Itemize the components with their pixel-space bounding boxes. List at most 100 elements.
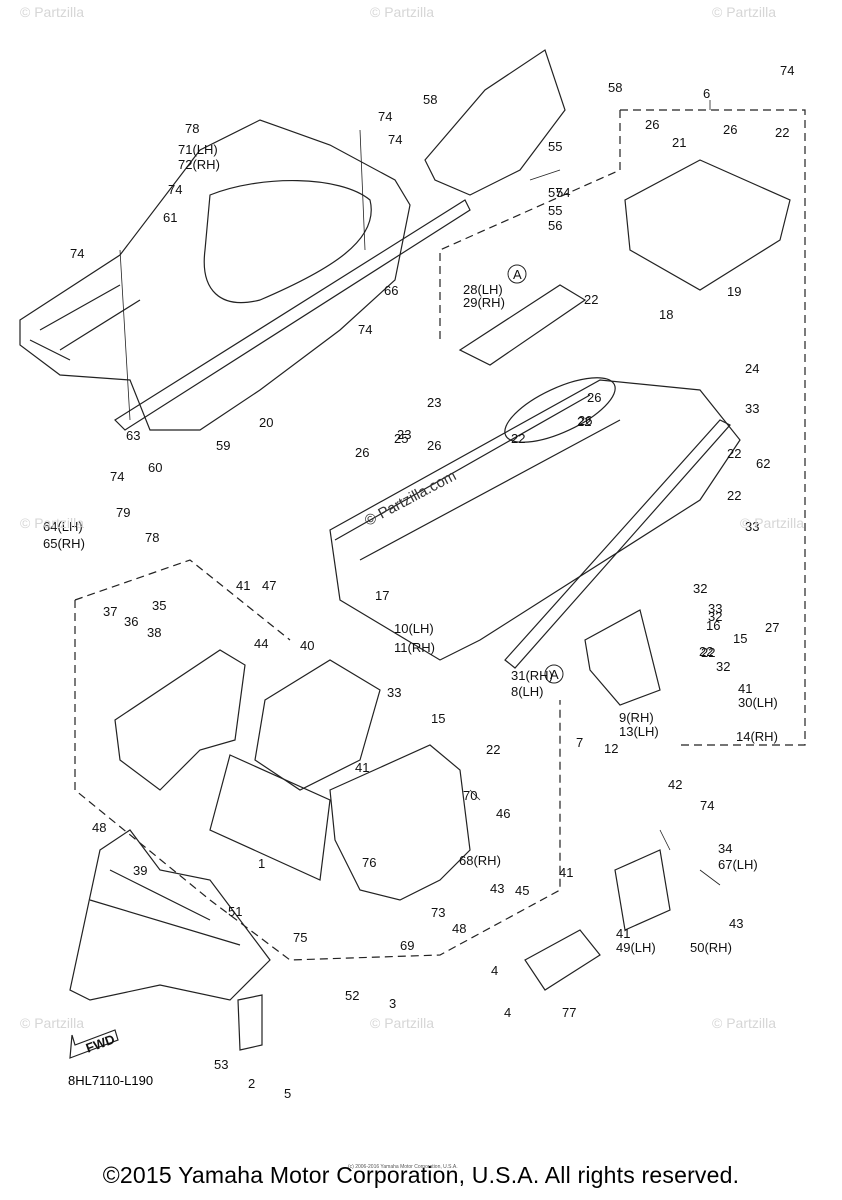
callout-26: 26 xyxy=(587,390,601,405)
fwd-label: FWD xyxy=(84,1031,117,1055)
callout-49-lh-: 49(LH) xyxy=(616,940,656,955)
callout-50-rh-: 50(RH) xyxy=(690,940,732,955)
callout-32: 32 xyxy=(708,609,722,624)
callout-16: 16 xyxy=(706,618,720,633)
callout-74: 74 xyxy=(168,182,182,197)
callout-62: 62 xyxy=(756,456,770,471)
callout-43: 43 xyxy=(490,881,504,896)
callout-76: 76 xyxy=(362,855,376,870)
callout-22: 22 xyxy=(699,644,713,659)
callout-59: 59 xyxy=(216,438,230,453)
callout-79: 79 xyxy=(116,505,130,520)
callout-23: 23 xyxy=(397,427,411,442)
callout-15: 15 xyxy=(733,631,747,646)
footer-copyright: ©2015 Yamaha Motor Corporation, U.S.A. A… xyxy=(102,1162,740,1188)
callout-26: 26 xyxy=(723,122,737,137)
top-cover xyxy=(624,159,791,291)
callout-74: 74 xyxy=(388,132,402,147)
callout-35: 35 xyxy=(152,598,166,613)
callout-26: 26 xyxy=(427,438,441,453)
callout-14-rh-: 14(RH) xyxy=(736,729,778,744)
callout-18: 18 xyxy=(659,307,673,322)
callout-4: 4 xyxy=(504,1005,511,1020)
watermark: © Partzilla xyxy=(370,1015,434,1031)
callout-53: 53 xyxy=(214,1057,228,1072)
callout-65-rh-: 65(RH) xyxy=(43,536,85,551)
rear-tunnel-outline xyxy=(19,119,411,431)
callout-33: 33 xyxy=(387,685,401,700)
callout-75: 75 xyxy=(293,930,307,945)
callout-57: 57 xyxy=(548,185,562,200)
callout-29-rh-: 29(RH) xyxy=(463,295,505,310)
callout-6: 6 xyxy=(703,86,710,101)
callout-22: 22 xyxy=(701,645,715,660)
callout-2: 2 xyxy=(248,1076,255,1091)
callout-20: 20 xyxy=(259,415,273,430)
callout-19: 19 xyxy=(727,284,741,299)
circle-a-label: A xyxy=(550,667,559,682)
callout-46: 46 xyxy=(496,806,510,821)
callout-74: 74 xyxy=(378,109,392,124)
callout-26: 26 xyxy=(355,445,369,460)
callout-64-lh-: 64(LH) xyxy=(43,519,83,534)
callout-38: 38 xyxy=(147,625,161,640)
callout-15: 15 xyxy=(431,711,445,726)
watermark: © Partzilla xyxy=(712,1015,776,1031)
callout-74: 74 xyxy=(110,469,124,484)
callout-48: 48 xyxy=(452,921,466,936)
callout-73: 73 xyxy=(431,905,445,920)
callout-72-rh-: 72(RH) xyxy=(178,157,220,172)
callout-30-lh-: 30(LH) xyxy=(738,695,778,710)
callout-74: 74 xyxy=(700,798,714,813)
callout-32: 32 xyxy=(693,581,707,596)
letter-layer: A A FWD xyxy=(84,267,559,1056)
callout-7: 7 xyxy=(576,735,583,750)
callout-3: 3 xyxy=(389,996,396,1011)
callout-66: 66 xyxy=(384,283,398,298)
callout-52: 52 xyxy=(345,988,359,1003)
callout-61: 61 xyxy=(163,210,177,225)
watermark: © Partzilla xyxy=(20,4,84,20)
callout-68-rh-: 68(RH) xyxy=(459,853,501,868)
front-frame xyxy=(69,829,271,1001)
callout-22: 22 xyxy=(727,488,741,503)
rear-flap xyxy=(424,49,566,196)
callout-41: 41 xyxy=(559,865,573,880)
callout-77: 77 xyxy=(562,1005,576,1020)
callout-74: 74 xyxy=(780,63,794,78)
callout-54: 54 xyxy=(556,185,570,200)
callout-22: 22 xyxy=(577,414,591,429)
slide-rail xyxy=(504,419,731,669)
callout-31-rh-: 31(RH) xyxy=(511,668,553,683)
callout-9-rh-: 9(RH) xyxy=(619,710,654,725)
callout-67-lh-: 67(LH) xyxy=(718,857,758,872)
callout-32: 32 xyxy=(716,659,730,674)
circle-a-label: A xyxy=(513,267,522,282)
callout-36: 36 xyxy=(124,614,138,629)
bulkhead-plate xyxy=(114,649,246,791)
callout-41: 41 xyxy=(236,578,250,593)
callout-26: 26 xyxy=(645,117,659,132)
callout-37: 37 xyxy=(103,604,117,619)
callout-39: 39 xyxy=(133,863,147,878)
watermark: © Partzilla xyxy=(740,515,804,531)
callout-74: 74 xyxy=(70,246,84,261)
callout-41: 41 xyxy=(616,926,630,941)
callout-56: 56 xyxy=(548,218,562,233)
callout-22: 22 xyxy=(727,446,741,461)
callout-25: 25 xyxy=(394,431,408,446)
callout-23: 23 xyxy=(427,395,441,410)
circle-a-icon xyxy=(507,264,564,684)
callout-55: 55 xyxy=(548,139,562,154)
callout-74: 74 xyxy=(358,322,372,337)
callout-4: 4 xyxy=(0,0,7,3)
watermark: © Partzilla xyxy=(20,515,84,531)
callout-41: 41 xyxy=(355,760,369,775)
callout-22: 22 xyxy=(511,431,525,446)
callout-63: 63 xyxy=(126,428,140,443)
callout-12: 12 xyxy=(604,741,618,756)
watermark: © Partzilla xyxy=(712,4,776,20)
callout-33: 33 xyxy=(745,519,759,534)
callout-17: 17 xyxy=(375,588,389,603)
